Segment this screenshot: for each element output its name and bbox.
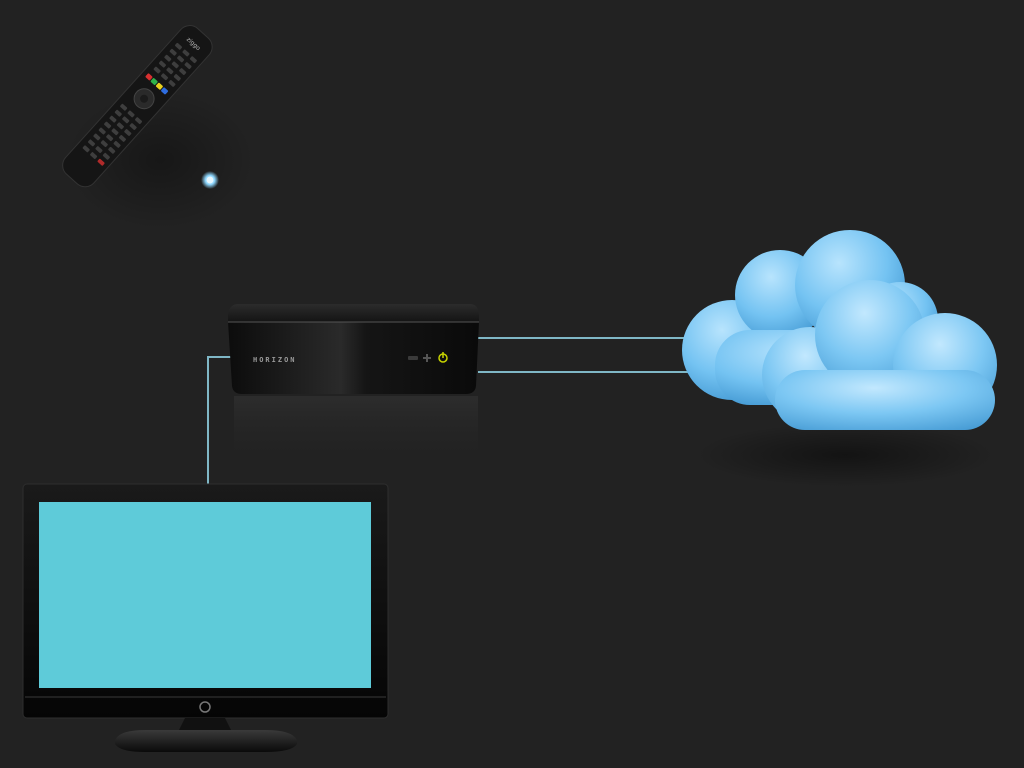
remote-color-keys — [145, 73, 169, 95]
television — [22, 483, 389, 752]
tv-power-button-icon — [199, 701, 211, 713]
set-top-box-reflection — [234, 396, 478, 466]
tv-stand-neck — [178, 718, 232, 732]
set-top-box: HORIZON — [228, 304, 479, 466]
card-slot-icon — [408, 356, 418, 360]
cloud — [682, 230, 997, 487]
red-key — [145, 73, 153, 81]
blue-key — [161, 87, 169, 95]
remote-buttons — [153, 42, 197, 87]
set-top-box-brand: HORIZON — [253, 356, 297, 364]
cloud-shadow — [695, 423, 995, 487]
remote-control: ziggo — [62, 25, 255, 230]
green-key — [150, 78, 158, 86]
set-top-box-front — [228, 322, 479, 394]
plus-icon — [423, 354, 431, 362]
cloud-front — [762, 280, 997, 430]
set-top-box-top — [228, 304, 479, 322]
yellow-key — [155, 82, 163, 90]
connector-lines — [207, 337, 690, 484]
box-to-tv-cable — [207, 356, 235, 484]
tv-stand-base — [115, 730, 297, 752]
tv-screen — [39, 502, 371, 688]
